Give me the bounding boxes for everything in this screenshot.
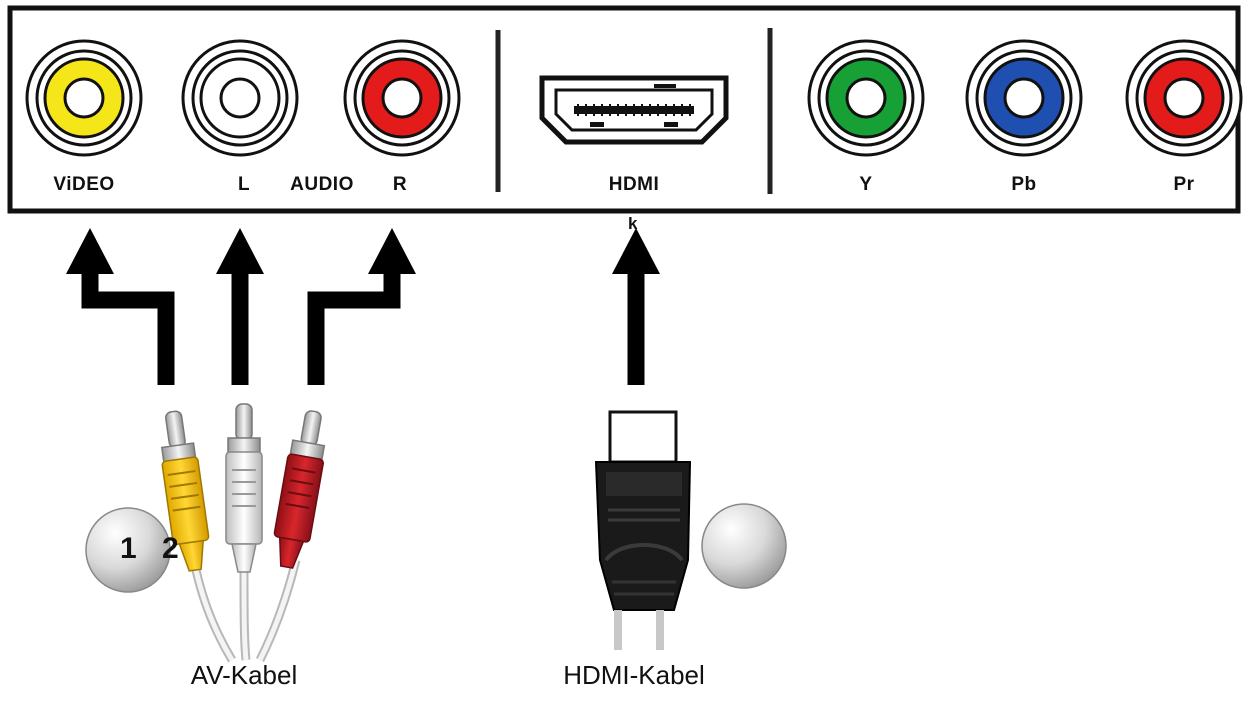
label-video: ViDEO bbox=[53, 174, 115, 195]
component-pb-jack-icon bbox=[965, 39, 1083, 157]
audio-left-jack-icon bbox=[181, 39, 299, 157]
hdmi-cable-icon bbox=[594, 410, 692, 650]
label-pr: Pr bbox=[1173, 174, 1195, 195]
label-hdmi: HDMI bbox=[608, 174, 660, 195]
video-jack-icon bbox=[25, 39, 143, 157]
label-audio-l: L bbox=[237, 174, 251, 195]
arrows bbox=[66, 228, 660, 385]
label-audio: AUDIO bbox=[290, 174, 354, 195]
component-y-jack-icon bbox=[807, 39, 925, 157]
hdmi-port-icon bbox=[539, 75, 729, 145]
arrow-to-hdmi-icon bbox=[612, 228, 660, 385]
audio-right-jack-icon bbox=[343, 39, 461, 157]
label-y: Y bbox=[859, 174, 873, 195]
av-number-1: 1 bbox=[120, 532, 137, 565]
av-marker-ball-icon bbox=[85, 507, 171, 593]
hdmi-cable-caption: HDMI-Kabel bbox=[563, 660, 705, 690]
hdmi-marker-ball-icon bbox=[701, 503, 787, 589]
label-audio-r: R bbox=[392, 174, 408, 195]
av-number-2: 2 bbox=[162, 532, 179, 565]
label-pb: Pb bbox=[1011, 174, 1037, 195]
component-pr-jack-icon bbox=[1125, 39, 1243, 157]
hdmi-marker-k: k bbox=[628, 214, 638, 233]
arrow-to-video-icon bbox=[66, 228, 175, 385]
av-cable-icon bbox=[160, 403, 326, 663]
av-cable-caption: AV-Kabel bbox=[190, 660, 298, 690]
arrow-to-audio-right-icon bbox=[307, 228, 416, 385]
arrow-to-audio-left-icon bbox=[216, 228, 264, 385]
